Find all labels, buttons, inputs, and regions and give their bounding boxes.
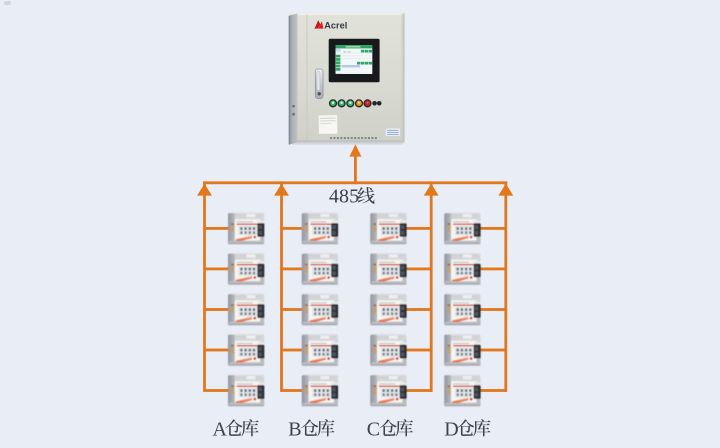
svg-text:Acrel: Acrel — [324, 20, 347, 30]
svg-text:C: C — [367, 418, 380, 440]
svg-text:D: D — [444, 418, 458, 440]
svg-text:A: A — [213, 418, 228, 440]
svg-text:485: 485 — [329, 186, 359, 208]
svg-text:B: B — [288, 418, 301, 440]
